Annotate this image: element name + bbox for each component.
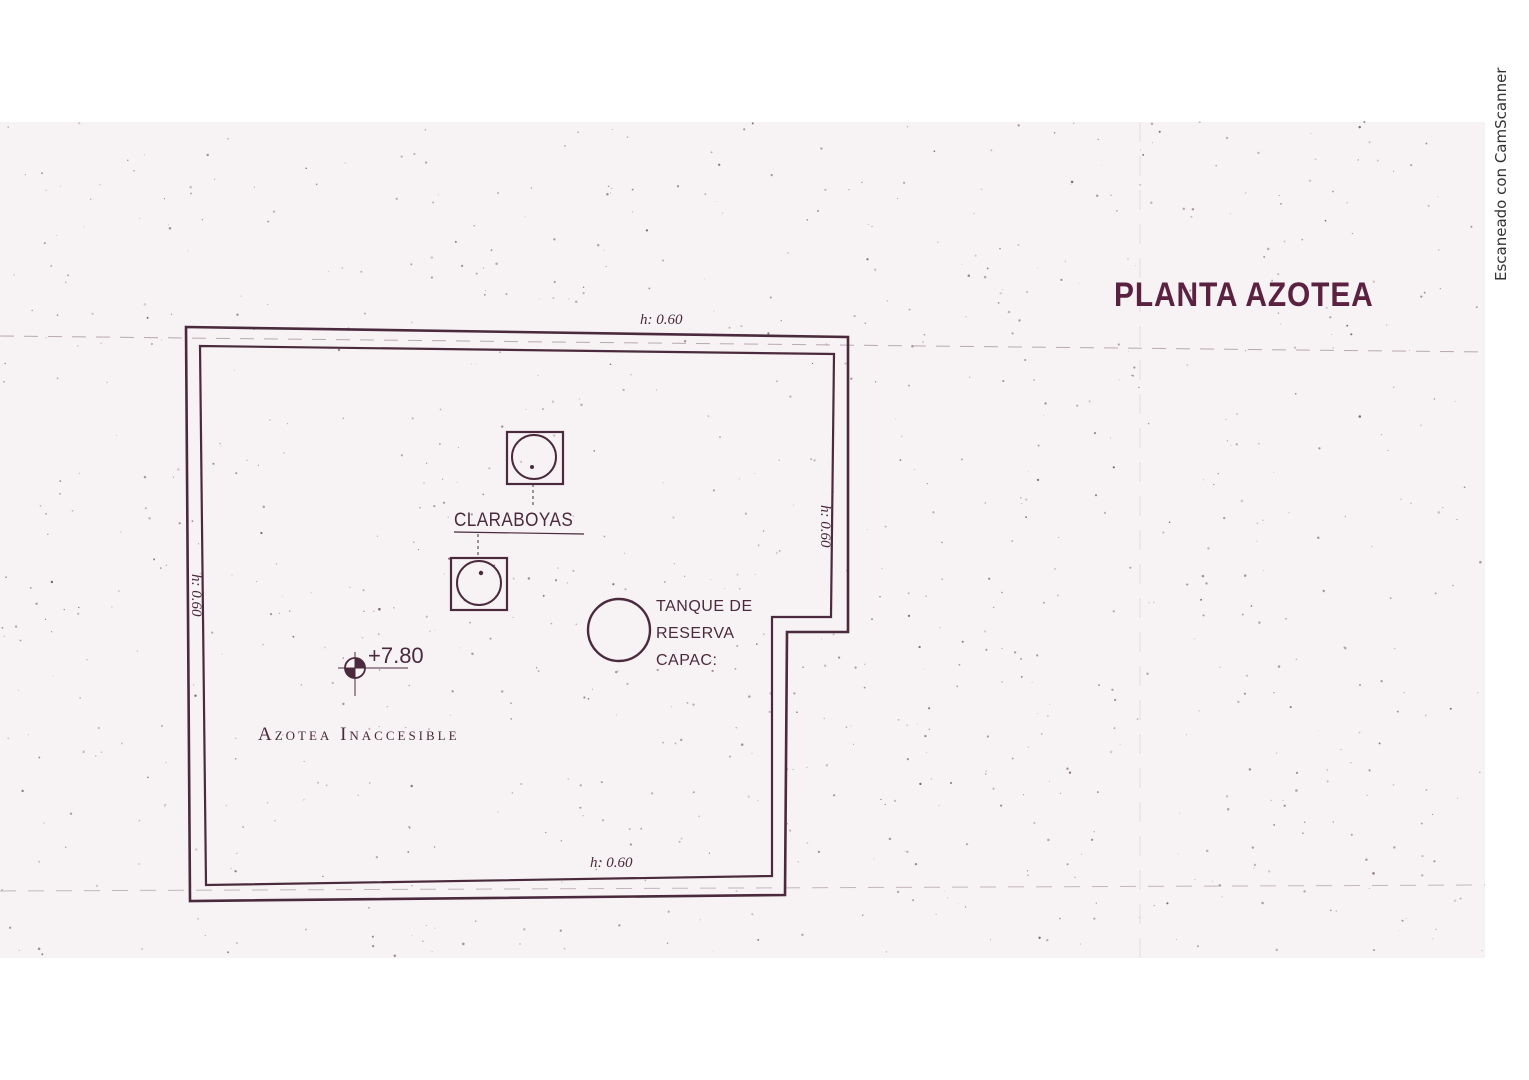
paper-speckles [1,120,1483,958]
roof-label: Azotea Inaccesible [258,724,460,745]
parapet-outer-wall [184,325,850,903]
parapet-height-left: h: 0.60 [188,574,204,617]
parapet-height-bottom: h: 0.60 [590,855,633,871]
tank-label: TANQUE DE RESERVA CAPAC: [656,598,753,669]
parapet-height-right: h: 0.60 [817,505,833,548]
fold-line-bottom [0,884,1486,892]
skylight-bottom [449,534,509,612]
skylight-top [505,430,565,506]
parapet-height-top: h: 0.60 [640,312,683,328]
fold-line-top [0,335,1486,353]
skylights-label-underline [453,531,585,535]
level-marker-icon [338,652,408,696]
level-label: +7.80 [368,643,424,668]
parapet-inner-wall [198,344,836,887]
sheet-title: PLANTA AZOTEA [1114,276,1374,314]
scanner-watermark: Escaneado con CamScanner [1492,67,1510,281]
skylights-label: CLARABOYAS [454,510,574,531]
paper-sheet [0,122,1485,958]
reserve-tank [586,597,652,663]
